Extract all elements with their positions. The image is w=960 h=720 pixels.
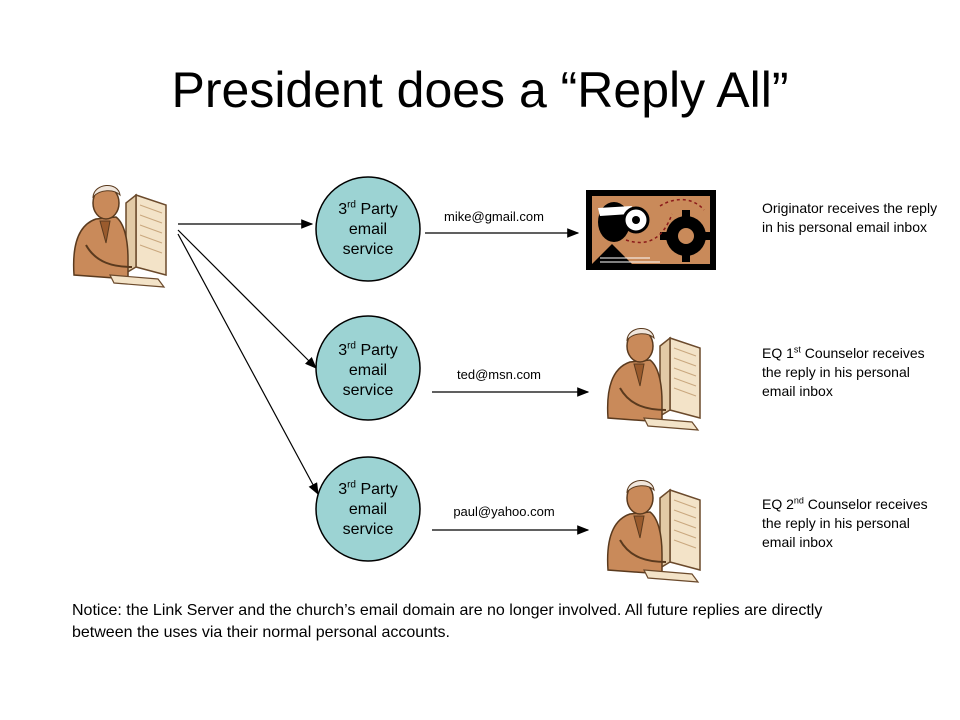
- sender-person-icon: [72, 184, 167, 288]
- counselor-1-description: EQ 1st Counselor receives the reply in h…: [762, 344, 925, 399]
- email-address-ted: ted@msn.com: [457, 367, 541, 382]
- email-address-mike: mike@gmail.com: [444, 209, 544, 224]
- service-circle-1: [315, 176, 421, 282]
- counselor-2-person-icon: [606, 479, 701, 583]
- arrow-to-service-3: [177, 233, 319, 496]
- email-address-paul: paul@yahoo.com: [453, 504, 555, 519]
- page-title: President does a “Reply All”: [171, 62, 789, 118]
- counselor-2-description: EQ 2nd Counselor receives the reply in h…: [762, 495, 928, 550]
- service-circle-3: [315, 456, 421, 562]
- counselor-1-person-icon: [606, 327, 701, 431]
- arrow-to-service-2: [177, 229, 317, 369]
- originator-gears-icon: [586, 190, 716, 270]
- service-circle-2: [315, 315, 421, 421]
- notice-text: Notice: the Link Server and the church’s…: [72, 602, 823, 641]
- originator-description: Originator receives the reply in his per…: [762, 200, 938, 235]
